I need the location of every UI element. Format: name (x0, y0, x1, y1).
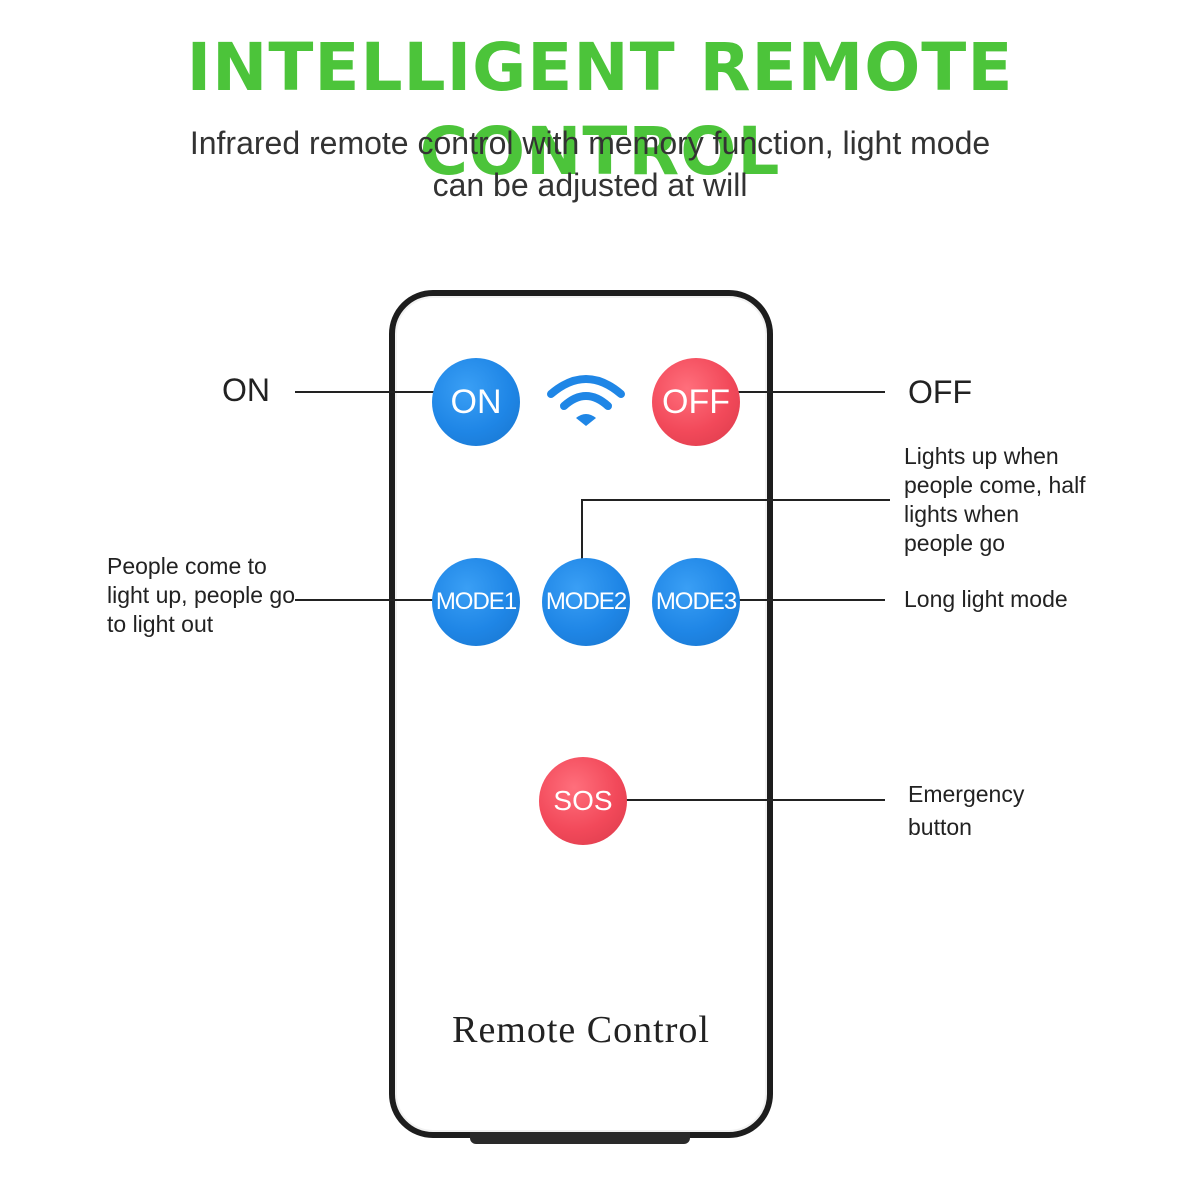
mode2-button[interactable]: MODE2 (542, 558, 630, 646)
callout-label-sos: Emergency button (908, 781, 1025, 840)
callout-label-mode3: Long light mode (904, 586, 1068, 612)
page-title: INTELLIGENT REMOTE CONTROL (186, 29, 1014, 190)
mode3-button[interactable]: MODE3 (652, 558, 740, 646)
callout-label-mode2: Lights up when people come, half lights … (904, 443, 1086, 556)
remote-battery-notch (470, 1132, 690, 1144)
sos-button[interactable]: SOS (539, 757, 627, 845)
off-button[interactable]: OFF (652, 358, 740, 446)
page-subtitle: Infrared remote control with memory func… (189, 125, 991, 203)
mode1-button[interactable]: MODE1 (432, 558, 520, 646)
wifi-icon (547, 375, 625, 426)
callout-label-on: ON (222, 372, 270, 408)
callout-label-off: OFF (908, 374, 972, 410)
remote-brand-label: Remote Control (452, 1009, 710, 1051)
on-button[interactable]: ON (432, 358, 520, 446)
callout-label-mode1: People come to light up, people go to li… (107, 553, 295, 637)
callout-line-mode2 (581, 499, 890, 560)
